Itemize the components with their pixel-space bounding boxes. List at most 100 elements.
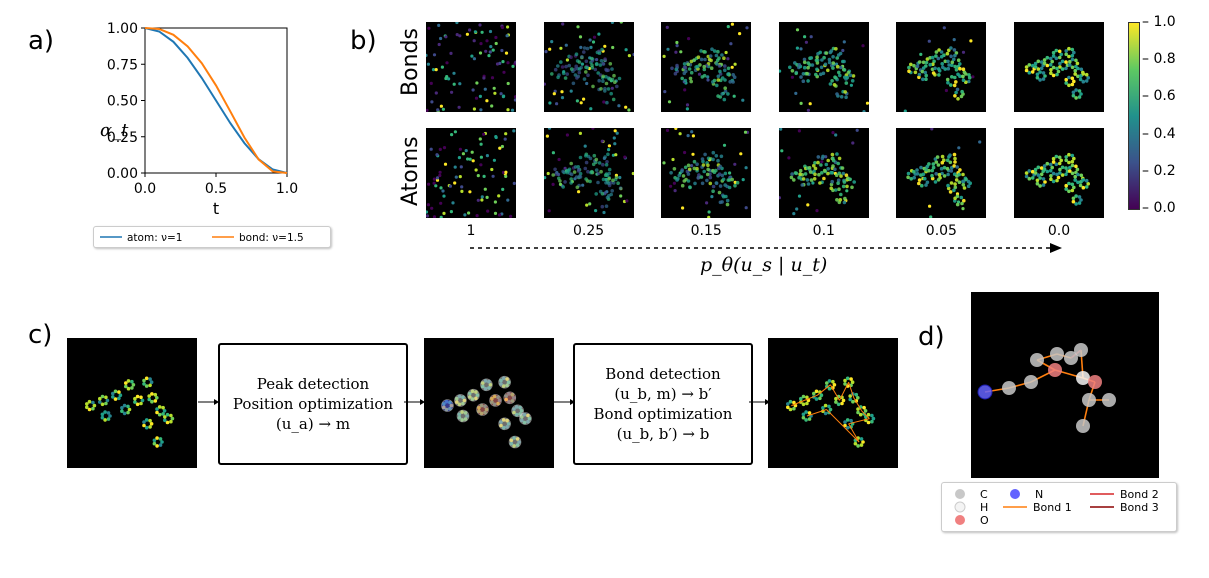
atom-node — [1088, 375, 1102, 389]
legend-label: Bond 3 — [1120, 501, 1159, 514]
detected-atom — [511, 404, 524, 418]
bonds-tile-6 — [1014, 22, 1104, 112]
bonds-tile-2 — [542, 20, 636, 112]
flow-arrow-3 — [554, 399, 575, 405]
atoms-tile-3 — [661, 126, 752, 219]
row-label-bonds: Bonds — [398, 28, 423, 96]
bonds-tile-5 — [896, 22, 987, 113]
predicted-bond — [848, 382, 855, 398]
x-tick-label: 0.5 — [205, 181, 227, 197]
atom-node — [1002, 381, 1016, 395]
predicted-bond — [839, 381, 850, 401]
box1-line-3: (u_a) → m — [275, 415, 351, 433]
detected-atom — [503, 391, 517, 405]
legend-label: Bond 2 — [1120, 488, 1159, 501]
detected-atom — [508, 435, 522, 449]
chart-lines — [144, 27, 288, 174]
predicted-bond — [861, 410, 870, 419]
predicted-bond — [829, 384, 840, 401]
chart-legend: atom: ν=1 bond: ν=1.5 — [93, 226, 331, 248]
diffusion-grid — [424, 20, 1104, 222]
atoms-tile-2 — [542, 126, 635, 218]
y-tick-label: 0.00 — [107, 166, 138, 182]
timestep-label: 0.1 — [812, 223, 835, 239]
atom-node — [977, 384, 993, 400]
series-line-bond — [144, 27, 288, 174]
reverse-process-label: p_θ(u_s | u_t) — [700, 254, 828, 276]
box2-line-1: Bond detection — [605, 365, 721, 383]
bond-detection-box: Bond detection (u_b, m) → b′ Bond optimi… — [573, 343, 753, 465]
atoms-tile-1 — [424, 128, 516, 219]
flow-arrow-4 — [749, 399, 770, 405]
bond-density-image — [768, 338, 898, 468]
y-tick-label: 1.00 — [107, 21, 138, 37]
legend-marker — [955, 515, 965, 525]
legend-label: C — [980, 488, 988, 501]
y-tick-label: 0.25 — [107, 130, 138, 146]
peak-detection-box: Peak detection Position optimization (u_… — [218, 343, 408, 465]
atoms-tile-6 — [1014, 128, 1104, 218]
predicted-bond — [806, 409, 827, 417]
atom-node — [1048, 363, 1062, 377]
molecule-graph-image — [971, 292, 1159, 478]
atom-node — [1076, 371, 1090, 385]
detected-atom — [454, 394, 467, 407]
bonds-tile-1 — [424, 20, 518, 113]
predicted-bond — [791, 399, 805, 407]
detected-atom — [519, 412, 532, 425]
y-tick-label: 0.50 — [107, 94, 138, 110]
colorbar-tick-label: – 0.0 — [1142, 200, 1176, 216]
legend-marker — [955, 489, 965, 499]
detected-atoms-image — [424, 338, 554, 468]
detected-atom — [480, 378, 493, 392]
colorbar-tick-label: – 0.8 — [1142, 51, 1176, 68]
x-tick-label: 0.0 — [134, 181, 156, 197]
detected-atom — [456, 409, 470, 423]
atom-node — [1082, 393, 1096, 407]
legend-marker — [954, 501, 966, 513]
legend-label: O — [980, 514, 989, 527]
box2-line-3: Bond optimization — [593, 405, 733, 423]
detected-atom — [467, 388, 480, 402]
atom-node — [1074, 343, 1088, 357]
row-label-atoms: Atoms — [398, 136, 423, 206]
timestep-label: 0.15 — [690, 223, 722, 239]
predicted-bond — [817, 384, 831, 396]
box2-line-4: (u_b, b′) → b — [616, 425, 710, 443]
atom-node — [1024, 375, 1038, 389]
atom-node — [1102, 393, 1116, 407]
timestep-label: 0.05 — [925, 223, 957, 239]
detected-atom — [489, 394, 502, 407]
legend-marker — [1010, 489, 1020, 499]
detected-atom — [441, 399, 454, 412]
colorbar — [1128, 22, 1140, 210]
legend-bond-label: bond: ν=1.5 — [239, 232, 304, 244]
timestep-label: 0.25 — [573, 223, 605, 239]
predicted-bond — [804, 394, 818, 401]
x-axis-label: t — [213, 199, 219, 218]
colorbar-tick-label: – 0.4 — [1142, 125, 1176, 142]
colorbar-tick-label: – 0.2 — [1142, 162, 1176, 179]
colorbar-ticks: – 1.0– 0.8– 0.6– 0.4– 0.2– 0.0 — [1142, 14, 1192, 216]
atom-node — [1030, 353, 1044, 367]
box1-line-1: Peak detection — [256, 375, 370, 393]
predicted-bond — [826, 409, 860, 443]
timestep-label: 1 — [466, 223, 476, 239]
detected-atom — [498, 375, 511, 389]
flow-arrow-2 — [404, 399, 425, 405]
atoms-tile-5 — [896, 127, 987, 219]
flow-arrow-1 — [198, 399, 219, 405]
predicted-bond — [848, 418, 870, 425]
panel-d-label: d) — [918, 322, 945, 352]
legend-label: H — [980, 501, 988, 514]
panel-a-label: a) — [28, 26, 55, 56]
detected-atom — [498, 417, 511, 431]
y-ticks: 0.000.250.500.751.00 — [107, 21, 145, 182]
series-line-atom — [144, 27, 288, 174]
atom-node — [1064, 351, 1078, 365]
reverse-process-arrow — [470, 243, 1062, 253]
